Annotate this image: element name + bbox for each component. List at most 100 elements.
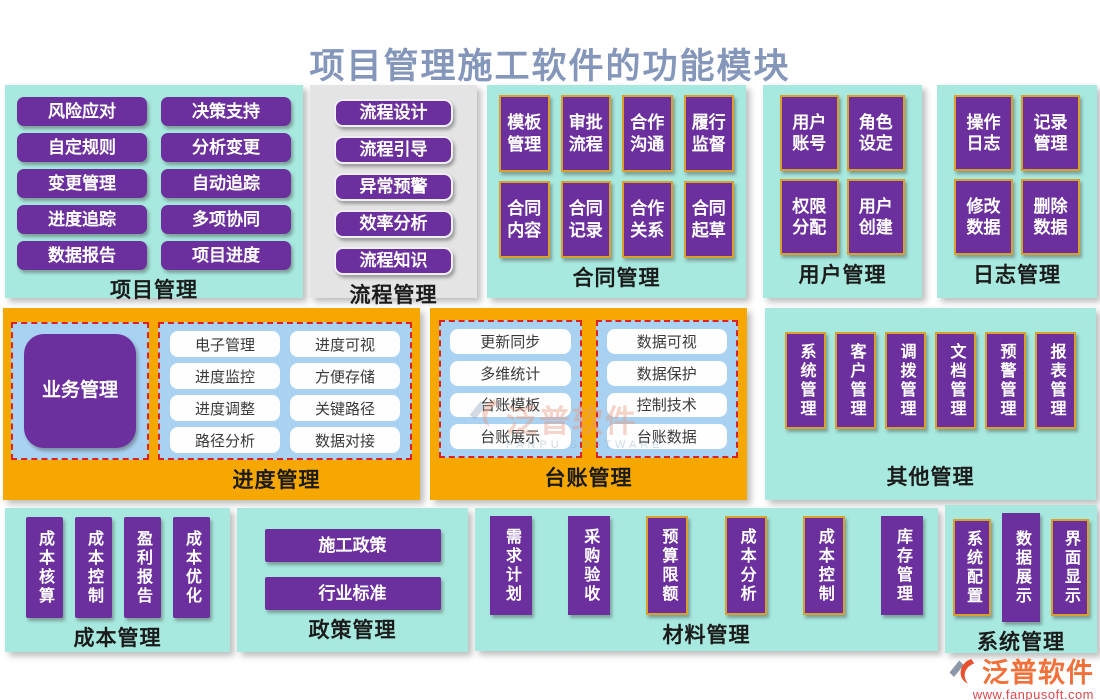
project-buttons: 风险应对 决策支持 自定规则 分析变更 变更管理 自动追踪 进度追踪 多项协同 … (5, 85, 303, 270)
module-button[interactable]: 文档管理 (935, 332, 976, 429)
module-button[interactable]: 决策支持 (161, 97, 291, 126)
panel-label: 流程管理 (349, 284, 438, 307)
fanpu-logo-icon (949, 658, 975, 684)
panel-project: 风险应对 决策支持 自定规则 分析变更 变更管理 自动追踪 进度追踪 多项协同 … (5, 85, 303, 302)
panel-material: 需求计划 采购验收 预算限额 成本分析 成本控制 库存管理 材料管理 (475, 508, 938, 651)
module-button[interactable]: 行业标准 (264, 577, 441, 610)
panel-label: 进度管理 (232, 469, 321, 492)
panel-log: 操作日志 记录管理 修改数据 删除数据 日志管理 (937, 85, 1097, 298)
module-button[interactable]: 施工政策 (264, 529, 441, 562)
module-button[interactable]: 数据对接 (290, 427, 400, 453)
system-buttons: 系统配置 数据展示 界面显示 (945, 505, 1097, 622)
panel-label: 合同管理 (572, 267, 661, 290)
module-button[interactable]: 数据展示 (1002, 513, 1040, 622)
module-button[interactable]: 操作日志 (954, 95, 1013, 171)
module-button[interactable]: 关键路径 (290, 395, 400, 421)
module-button[interactable]: 台账展示 (450, 424, 571, 449)
panel-ledger: 更新同步 多维统计 台账模板 台账展示 数据可视 数据保护 控制技术 台账数据 … (430, 308, 747, 500)
module-button[interactable]: 用户创建 (846, 179, 905, 255)
module-button[interactable]: 调拨管理 (885, 332, 926, 429)
module-button[interactable]: 风险应对 (17, 97, 147, 126)
module-button[interactable]: 客户管理 (835, 332, 876, 429)
module-button[interactable]: 分析变更 (161, 133, 291, 162)
module-button[interactable]: 预算限额 (646, 516, 689, 615)
module-button[interactable]: 系统管理 (785, 332, 826, 429)
module-button[interactable]: 成本核算 (25, 517, 63, 618)
module-button[interactable]: 报表管理 (1035, 332, 1076, 429)
module-button[interactable]: 数据报告 (17, 241, 147, 270)
panel-label: 系统管理 (977, 631, 1065, 654)
page-title: 项目管理施工软件的功能模块 (309, 47, 791, 86)
schedule-main-box: 业务管理 (11, 322, 149, 460)
module-button[interactable]: 成本优化 (172, 517, 210, 618)
module-button[interactable]: 台账模板 (450, 392, 571, 418)
policy-buttons: 施工政策 行业标准 (237, 508, 468, 610)
module-button[interactable]: 流程知识 (334, 247, 453, 275)
schedule-content: 业务管理 电子管理 进度可视 进度监控 方便存储 进度调整 关键路径 路径分析 … (3, 308, 420, 460)
module-button[interactable]: 自动追踪 (161, 169, 291, 198)
module-button[interactable]: 变更管理 (17, 169, 147, 198)
module-button[interactable]: 权限分配 (780, 179, 839, 255)
module-button[interactable]: 控制技术 (606, 392, 727, 418)
module-button[interactable]: 合作关系 (622, 181, 673, 258)
panel-label: 用户管理 (798, 264, 887, 287)
module-button[interactable]: 更新同步 (450, 329, 571, 354)
module-button[interactable]: 数据保护 (606, 360, 727, 386)
contract-buttons: 模板管理 审批流程 合作沟通 履行监督 合同内容 合同记录 合作关系 合同起草 (487, 85, 746, 258)
ledger-right-box: 数据可视 数据保护 控制技术 台账数据 (595, 320, 738, 458)
module-button[interactable]: 成本分析 (724, 516, 767, 615)
module-button[interactable]: 盈利报告 (123, 517, 161, 618)
user-buttons: 用户账号 角色设定 权限分配 用户创建 (763, 85, 922, 255)
module-button[interactable]: 采购验收 (568, 516, 611, 615)
other-buttons: 系统管理 客户管理 调拨管理 文档管理 预警管理 报表管理 (765, 308, 1096, 429)
panel-label: 台账管理 (544, 467, 633, 490)
module-button[interactable]: 记录管理 (1021, 95, 1080, 171)
module-button[interactable]: 成本控制 (74, 517, 112, 618)
module-button[interactable]: 台账数据 (606, 424, 727, 449)
module-button[interactable]: 多维统计 (450, 360, 571, 386)
process-buttons: 流程设计 流程引导 异常预警 效率分析 流程知识 (310, 85, 477, 275)
module-button[interactable]: 预警管理 (985, 332, 1026, 429)
module-button[interactable]: 库存管理 (880, 516, 923, 615)
module-button[interactable]: 界面显示 (1051, 519, 1089, 616)
module-button[interactable]: 修改数据 (954, 179, 1013, 255)
module-button[interactable]: 进度可视 (290, 331, 400, 357)
module-button[interactable]: 合同起草 (683, 181, 734, 258)
module-button[interactable]: 系统配置 (953, 519, 991, 616)
module-button[interactable]: 进度追踪 (17, 205, 147, 234)
module-button[interactable]: 流程设计 (334, 99, 453, 127)
module-button[interactable]: 合同记录 (560, 181, 611, 258)
panel-policy: 施工政策 行业标准 政策管理 (237, 508, 468, 652)
module-button[interactable]: 电子管理 (170, 331, 280, 357)
module-button[interactable]: 合作沟通 (622, 95, 673, 172)
module-button[interactable]: 自定规则 (17, 133, 147, 162)
panel-schedule: 业务管理 电子管理 进度可视 进度监控 方便存储 进度调整 关键路径 路径分析 … (3, 308, 420, 500)
footer-branding: 泛普软件 www.fanpusoft.com (947, 651, 1094, 700)
footer-url[interactable]: www.fanpusoft.com (972, 687, 1094, 700)
module-button[interactable]: 删除数据 (1021, 179, 1080, 255)
module-button[interactable]: 路径分析 (170, 427, 280, 453)
module-button[interactable]: 效率分析 (334, 210, 453, 238)
module-button[interactable]: 流程引导 (334, 136, 453, 164)
module-button[interactable]: 业务管理 (24, 334, 136, 448)
cost-buttons: 成本核算 成本控制 盈利报告 成本优化 (5, 508, 230, 618)
module-button[interactable]: 数据可视 (606, 329, 727, 354)
module-button[interactable]: 进度调整 (170, 395, 280, 421)
module-button[interactable]: 履行监督 (683, 95, 734, 172)
module-button[interactable]: 多项协同 (161, 205, 291, 234)
panel-label: 项目管理 (110, 279, 198, 302)
module-button[interactable]: 需求计划 (490, 516, 532, 615)
module-button[interactable]: 模板管理 (499, 95, 550, 172)
module-button[interactable]: 合同内容 (499, 181, 550, 258)
module-button[interactable]: 角色设定 (846, 95, 905, 171)
module-button[interactable]: 审批流程 (560, 95, 611, 172)
panel-label: 日志管理 (973, 264, 1061, 287)
module-button[interactable]: 异常预警 (334, 173, 453, 201)
module-button[interactable]: 项目进度 (161, 241, 291, 270)
module-button[interactable]: 成本控制 (802, 516, 845, 615)
module-button[interactable]: 方便存储 (290, 363, 400, 389)
module-button[interactable]: 用户账号 (780, 95, 839, 171)
ledger-left-box: 更新同步 多维统计 台账模板 台账展示 (439, 320, 582, 458)
module-button[interactable]: 进度监控 (170, 363, 280, 389)
